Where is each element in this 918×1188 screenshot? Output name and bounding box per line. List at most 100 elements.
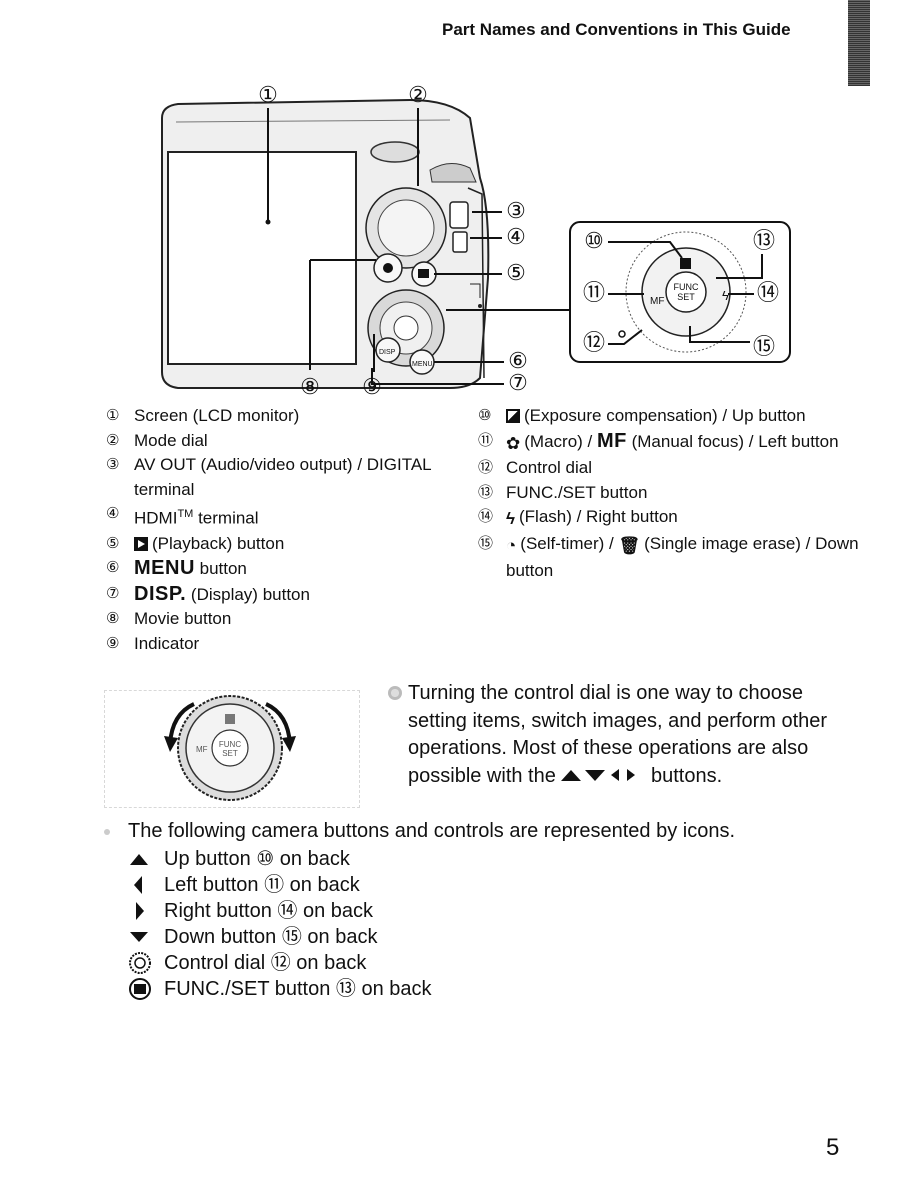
part-item: ⑭ ϟ(Flash) / Right button: [478, 505, 878, 532]
callout-14: ⑭: [757, 280, 779, 305]
control-dial-note: Turning the control dial is one way to c…: [388, 680, 858, 790]
part-text: Indicator: [134, 634, 200, 653]
icon-convention-item: Left button ⑪ on back: [128, 872, 432, 898]
inset-set-label: SET: [677, 292, 695, 302]
icon-convention-label: Up button: [164, 848, 251, 870]
part-item: ⑪ ✿(Macro) / MF (Manual focus) / Left bu…: [478, 429, 878, 457]
page-number: 5: [826, 1134, 840, 1161]
part-text-label: (Single image erase) / Down button: [506, 533, 859, 580]
callout-8: ⑧: [300, 374, 320, 399]
part-number: ③: [106, 456, 120, 474]
callout-12: ⑫: [583, 330, 605, 355]
callout-2: ②: [408, 82, 428, 107]
icon-convention-num: ⑫: [270, 952, 291, 974]
icon-convention-suffix: on back: [302, 900, 374, 922]
macro-icon: ✿: [506, 433, 521, 453]
icon-convention-suffix: on back: [361, 978, 432, 1000]
exposure-compensation-icon: [506, 409, 520, 423]
icon-convention-label: FUNC./SET button: [164, 978, 331, 1000]
part-text-post: terminal: [193, 509, 259, 529]
disp-button: [375, 337, 401, 363]
part-text-pre: HDMI: [134, 509, 178, 529]
icon-convention-suffix: on back: [296, 952, 367, 974]
part-text: (Exposure compensation) / Up button: [506, 404, 878, 429]
part-text: Movie button: [134, 609, 232, 629]
control-dial-note-text-end: buttons.: [651, 764, 723, 787]
part-item: ① Screen (LCD monitor): [106, 404, 446, 429]
part-text-label: (Flash) / Right button: [519, 507, 678, 527]
icon-convention-item: Right button ⑭ on back: [128, 898, 432, 924]
part-item: ⑬ FUNC./SET button: [478, 481, 878, 506]
part-text: ✿(Macro) / MF (Manual focus) / Left butt…: [506, 429, 878, 457]
inset-func-label: FUNC: [674, 282, 699, 292]
part-item: ⑮ ◔(Self-timer) / 🗑(Single image erase) …: [478, 532, 878, 583]
part-text: HDMITM terminal: [134, 502, 446, 531]
icons-intro: The following camera buttons and control…: [104, 820, 735, 843]
icon-convention-item: Down button ⑮ on back: [128, 924, 432, 950]
part-number: ⑦: [106, 584, 120, 602]
dial-mf-label: MF: [196, 745, 208, 754]
lcd-screen: [167, 151, 357, 365]
down-arrow-icon: [128, 924, 164, 950]
part-text-label: (Playback) button: [152, 533, 285, 553]
part-item: ② Mode dial: [106, 429, 446, 454]
callout-3: ③: [506, 198, 526, 223]
up-arrow-icon: [128, 846, 164, 872]
part-item: ⑩ (Exposure compensation) / Up button: [478, 404, 878, 429]
control-dial-figure-frame: [104, 690, 360, 808]
part-number: ⑪: [478, 431, 494, 449]
func-set-icon: [128, 976, 164, 1002]
part-text: DISP. (Display) button: [134, 582, 446, 608]
camera-back-illustration: DISP MENU ① ② ③ ④ ⑤ ⑥ ⑦ ⑧ ⑨ FUNC SET MF …: [161, 82, 791, 399]
icon-convention-num: ⑮: [281, 926, 302, 948]
callout-13: ⑬: [753, 228, 775, 253]
part-number: ⑧: [106, 610, 120, 628]
callout-4: ④: [506, 224, 526, 249]
part-text-label: (Macro) /: [524, 431, 597, 451]
part-number: ⑭: [478, 508, 494, 526]
icon-convention-item: Up button ⑩ on back: [128, 846, 432, 872]
icons-intro-text: The following camera buttons and control…: [128, 820, 736, 842]
icon-convention-num: ⑩: [256, 848, 275, 870]
part-item: ⑫ Control dial: [478, 456, 878, 481]
part-text: MENU button: [134, 556, 446, 582]
part-text: AV OUT (Audio/video output) / DIGITAL te…: [134, 455, 431, 499]
disp-label: DISP: [379, 349, 396, 356]
callout-7: ⑦: [508, 370, 528, 395]
icon-convention-suffix: on back: [279, 848, 350, 870]
callout-1: ①: [258, 82, 278, 107]
part-text: Screen (LCD monitor): [134, 406, 300, 425]
menu-label: MENU: [412, 361, 433, 368]
part-item: ⑨ Indicator: [106, 632, 446, 657]
callout-11: ⑪: [583, 280, 605, 305]
part-number: ⑫: [478, 459, 494, 477]
disp-label: DISP.: [134, 582, 187, 605]
part-text-label: button: [199, 559, 247, 579]
icon-convention-item: Control dial ⑫ on back: [128, 950, 432, 976]
part-text-label: (Display) button: [190, 584, 310, 604]
part-text: ϟ(Flash) / Right button: [506, 505, 878, 532]
self-timer-icon: ◔: [506, 535, 517, 555]
part-number: ⑩: [478, 407, 492, 424]
icon-convention-list: Up button ⑩ on back Left button ⑪ on bac…: [128, 846, 432, 1002]
callout-15: ⑮: [753, 334, 775, 359]
flash-icon: ϟ: [506, 509, 515, 529]
part-text: (Playback) button: [134, 532, 446, 557]
callout-9: ⑨: [362, 374, 382, 399]
menu-label: MENU: [134, 557, 195, 580]
part-item: ⑤ (Playback) button: [106, 532, 446, 557]
dial-set-label: SET: [222, 749, 238, 758]
part-text: Mode dial: [134, 430, 208, 450]
callout-5: ⑤: [506, 260, 526, 285]
svg-text:ϟ: ϟ: [722, 288, 729, 303]
icon-convention-suffix: on back: [307, 926, 378, 948]
control-dial-icon: [128, 950, 164, 976]
part-number: ⑥: [106, 559, 120, 577]
part-number: ④: [106, 505, 120, 523]
inset-mf-label: MF: [650, 296, 664, 307]
trash-icon: 🗑: [618, 535, 641, 555]
part-item: ⑧ Movie button: [106, 607, 446, 632]
part-text-label: (Self-timer) /: [520, 533, 619, 553]
part-number: ②: [106, 431, 120, 449]
part-text: ◔(Self-timer) / 🗑(Single image erase) / …: [506, 532, 878, 583]
